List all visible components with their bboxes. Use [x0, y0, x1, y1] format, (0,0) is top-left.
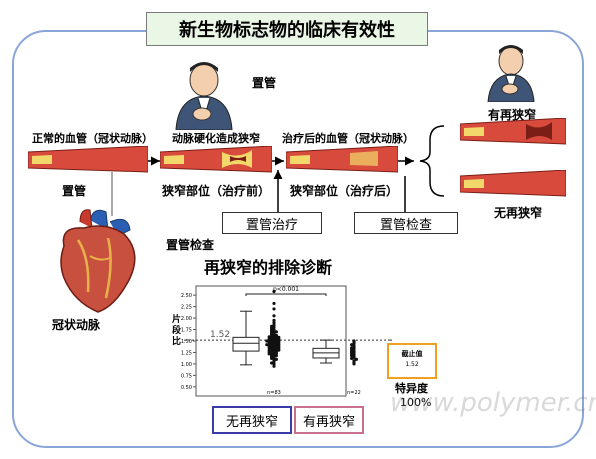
data-point	[274, 351, 278, 355]
data-point	[352, 347, 356, 351]
y-axis-label: 段	[172, 324, 182, 336]
data-point	[265, 339, 269, 343]
data-point	[267, 346, 271, 350]
y-axis-label: 比	[172, 335, 181, 347]
diagnosis-title: 再狭窄的排除诊断	[204, 258, 333, 277]
y-axis-label: 片	[172, 313, 181, 325]
data-point	[352, 341, 356, 345]
data-point	[272, 307, 276, 311]
data-point	[270, 356, 274, 361]
data-point	[270, 351, 274, 355]
y-tick-label: 1.25	[181, 350, 192, 356]
stent-check-left-label: 置管检查	[166, 238, 215, 252]
n-label: n=22	[347, 390, 361, 396]
data-point	[272, 323, 276, 327]
data-point	[265, 343, 269, 347]
data-point	[272, 350, 276, 355]
n-label: n=83	[267, 390, 281, 396]
no-restenosis-vessel-image	[460, 170, 566, 197]
doctor-icon-center	[175, 62, 233, 130]
data-point	[272, 318, 276, 322]
data-point	[267, 352, 271, 356]
treated-vessel-image	[286, 146, 398, 173]
data-point	[272, 325, 276, 329]
no-restenosis-label-right: 无再狭窄	[494, 206, 543, 220]
data-point	[272, 301, 276, 306]
with-restenosis-label-top: 有再狭窄	[488, 108, 537, 122]
data-point	[352, 362, 356, 366]
cutoff-axis-label: 1.52	[210, 330, 230, 340]
y-tick-label: 1.00	[181, 362, 192, 368]
y-tick-label: 1.50	[181, 339, 192, 345]
specificity-label: 特异度	[395, 382, 428, 395]
y-tick-label: 0.75	[181, 373, 192, 379]
doctor-icon-right	[487, 45, 535, 102]
coronary-artery-label: 冠状动脉	[52, 318, 101, 332]
group-no-restenosis-box: 无再狭窄	[212, 406, 292, 434]
y-tick-label: 2.00	[181, 316, 192, 322]
data-point	[352, 355, 356, 360]
stenosis-site-before-label: 狭窄部位（治疗前）	[162, 184, 271, 198]
heart-icon	[60, 209, 136, 313]
restenosis-vessel-image	[460, 118, 566, 145]
page-title: 新生物标志物的临床有效性	[146, 12, 428, 46]
normal-vessel-label: 正常的血管（冠状动脉）	[32, 132, 153, 145]
data-point	[354, 357, 358, 361]
p-value-label: p<0.001	[273, 286, 299, 293]
cutoff-box-title: 截止值	[402, 349, 423, 358]
data-point	[274, 357, 278, 361]
group-restenosis-box: 有再狭窄	[294, 406, 364, 434]
data-point	[270, 341, 274, 345]
data-point	[350, 346, 354, 350]
data-point	[272, 360, 276, 364]
data-point	[272, 362, 276, 366]
data-point	[277, 348, 281, 352]
data-point	[274, 354, 278, 358]
stent-treatment-box: 置管治疗	[222, 212, 322, 234]
normal-vessel-image	[28, 146, 148, 173]
data-point	[350, 354, 354, 358]
data-point	[350, 343, 354, 347]
stenosis-site-after-label: 狭窄部位（治疗后）	[290, 184, 399, 198]
data-point	[270, 361, 274, 365]
watermark: www.polymer.cn	[390, 388, 596, 418]
significance-bracket	[245, 293, 327, 296]
y-tick-label: 2.50	[181, 293, 192, 299]
data-point	[272, 321, 276, 325]
restenosis-chart: 片段比 2.50 2.25 2.00 1.75 1.50 1.25 1.00 0.75 0.50 1…	[172, 285, 437, 397]
treated-vessel-label: 治疗后的血管（冠状动脉）	[282, 132, 414, 145]
stent-check-box: 置管检查	[354, 212, 458, 234]
data-point	[272, 314, 276, 318]
stenosis-vessel-label: 动脉硬化造成狭窄	[172, 132, 260, 145]
data-point	[274, 343, 278, 348]
stenosis-vessel-image	[160, 146, 272, 173]
box	[232, 336, 260, 352]
data-point	[272, 289, 276, 294]
cutoff-box-value: 1.52	[405, 361, 419, 368]
specificity-value: 100%	[400, 396, 432, 409]
stent-top-label: 置管	[252, 76, 277, 90]
data-point	[274, 330, 278, 334]
stent-left-label: 置管	[62, 184, 87, 198]
y-tick-label: 1.75	[181, 328, 192, 334]
cutoff-box	[387, 343, 437, 379]
data-point	[272, 356, 276, 360]
data-point	[272, 364, 276, 368]
y-tick-label: 0.50	[181, 385, 192, 391]
y-tick-label: 2.25	[181, 305, 192, 311]
data-point	[350, 356, 354, 361]
data-point	[274, 334, 278, 339]
